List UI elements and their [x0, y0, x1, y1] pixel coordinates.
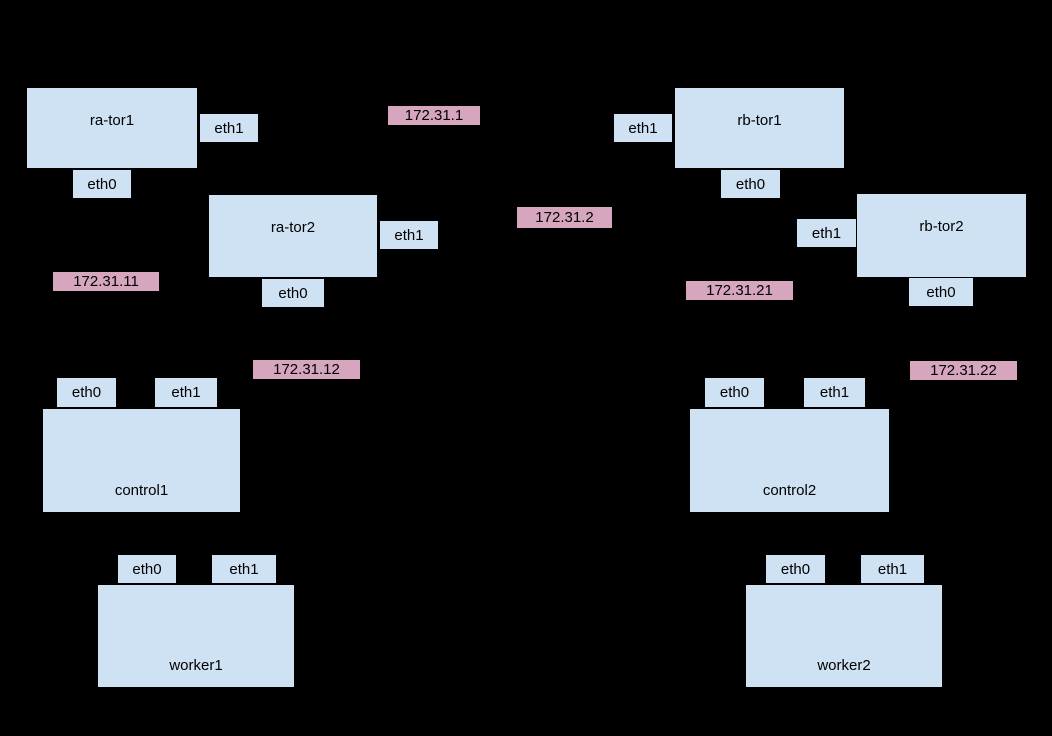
node-ra-tor2: ra-tor2 [208, 194, 378, 278]
rb-tor2-eth1-port: eth1 [796, 218, 857, 248]
ip-label: 172.31.22 [910, 361, 1017, 380]
node-rb-tor1: rb-tor1 [674, 87, 845, 169]
node-label: control2 [762, 482, 817, 499]
control2-eth1-port: eth1 [803, 377, 866, 408]
ra-tor1-eth1-port: eth1 [199, 113, 259, 143]
node-worker1: worker1 [97, 584, 295, 688]
rb-tor1-eth0-port: eth0 [720, 169, 781, 199]
node-label: ra-tor1 [89, 112, 135, 129]
node-label: worker1 [169, 657, 223, 674]
node-control1: control1 [42, 408, 241, 513]
rb-tor2-eth0-port: eth0 [908, 277, 974, 307]
ra-tor2-eth0-port: eth0 [261, 278, 325, 308]
control1-eth0-port: eth0 [56, 377, 117, 408]
worker2-eth1-port: eth1 [860, 554, 925, 584]
ip-label: 172.31.12 [253, 360, 360, 379]
worker1-eth1-port: eth1 [211, 554, 277, 584]
ip-label: 172.31.21 [686, 281, 793, 300]
node-rb-tor2: rb-tor2 [856, 193, 1027, 278]
control1-eth1-port: eth1 [154, 377, 218, 408]
ra-tor1-eth0-port: eth0 [72, 169, 132, 199]
worker2-eth0-port: eth0 [765, 554, 826, 584]
node-label: rb-tor2 [919, 218, 964, 235]
node-label: control1 [114, 482, 169, 499]
rb-tor1-eth1-port: eth1 [613, 113, 673, 143]
node-label: rb-tor1 [737, 112, 782, 129]
node-ra-tor1: ra-tor1 [26, 87, 198, 169]
control2-eth0-port: eth0 [704, 377, 765, 408]
node-label: worker2 [817, 657, 871, 674]
node-worker2: worker2 [745, 584, 943, 688]
worker1-eth0-port: eth0 [117, 554, 177, 584]
node-control2: control2 [689, 408, 890, 513]
ip-label: 172.31.2 [517, 207, 612, 228]
node-label: ra-tor2 [270, 219, 316, 236]
ip-label: 172.31.1 [388, 106, 480, 125]
ip-label: 172.31.11 [53, 272, 159, 291]
ra-tor2-eth1-port: eth1 [379, 220, 439, 250]
